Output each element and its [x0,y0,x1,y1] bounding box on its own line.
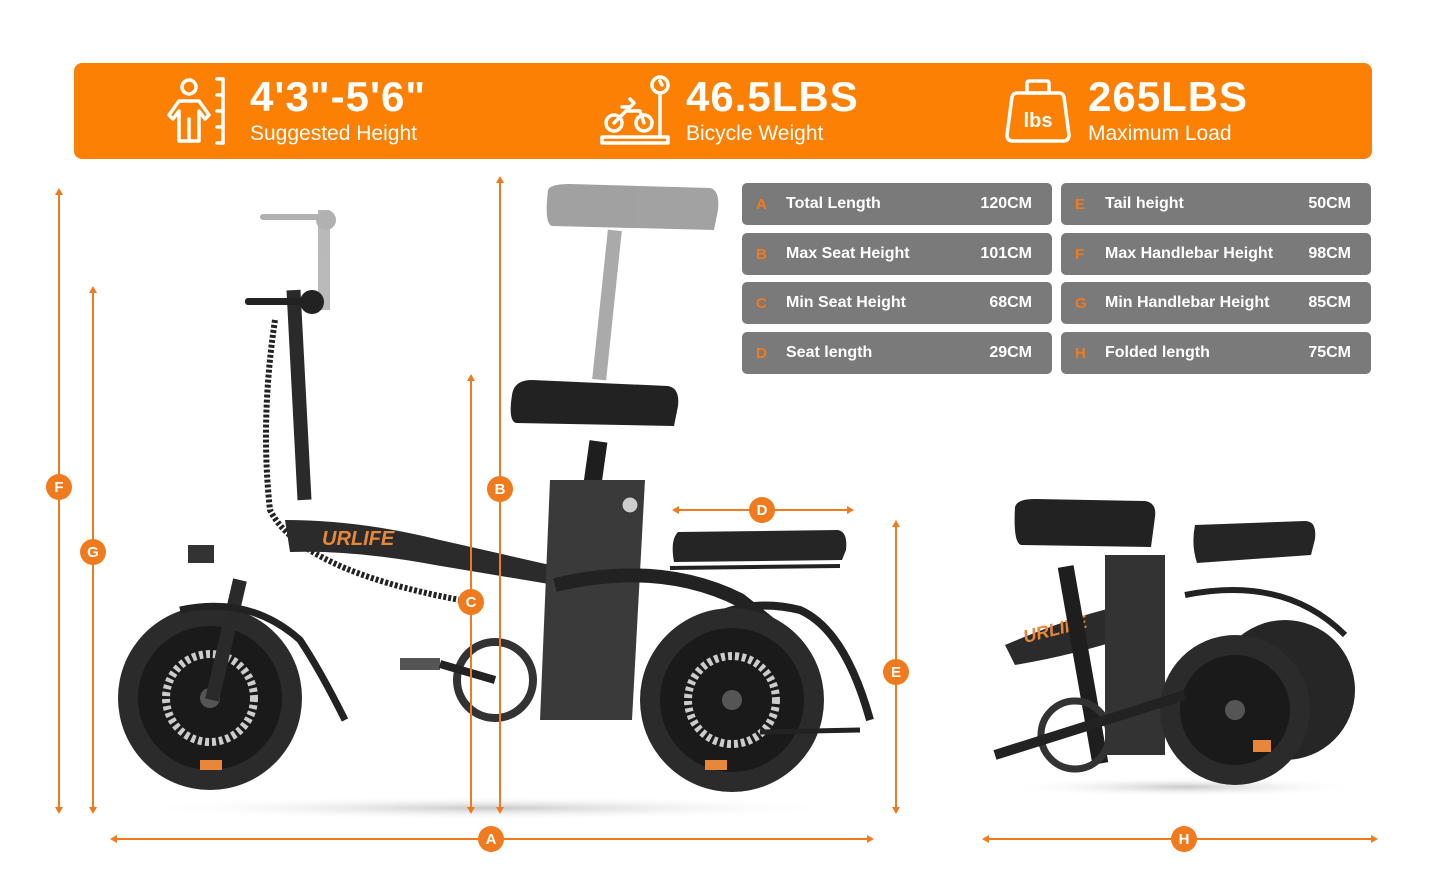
spec-letter: A [756,195,767,213]
spec-letter: D [756,344,767,362]
spec-letter: H [1075,344,1086,362]
specs-banner: 4'3"-5'6" Suggested Height 46.5LBS Bicyc… [74,63,1372,159]
svg-text:lbs: lbs [1024,110,1053,132]
marker-a: A [478,826,504,852]
spec-name: Max Handlebar Height [1105,245,1274,262]
maximum-load-value: 265LBS [1088,73,1249,120]
spec-row-max-handlebar-height: F Max Handlebar Height 98CM [1061,233,1371,275]
spec-value: 98CM [1308,245,1351,262]
spec-value: 75CM [1308,344,1351,361]
folded-bike-illustration: URLIFE [993,499,1365,797]
spec-name: Total Length [786,195,881,212]
spec-letter: B [756,245,767,263]
raised-handlebar-ghost [260,210,336,310]
spec-letter: E [1075,195,1086,213]
suggested-height-label: Suggested Height [250,122,417,145]
spec-name: Min Seat Height [786,294,907,311]
bicycle-scale-icon [600,75,672,147]
spec-value: 68CM [989,294,1032,311]
spec-letter: C [756,294,767,312]
marker-b: B [487,476,513,502]
stat-suggested-height: 4'3"-5'6" Suggested Height [164,63,426,159]
marker-c: C [458,589,484,615]
spec-name: Folded length [1105,344,1210,361]
bicycle-weight-label: Bicycle Weight [686,122,824,145]
spec-value: 85CM [1308,294,1351,311]
spec-value: 101CM [980,245,1032,262]
person-height-icon [164,75,236,147]
marker-h: H [1171,826,1197,852]
unfolded-bike-illustration: URLIFE [118,184,874,820]
spec-letter: G [1075,294,1087,312]
marker-g: G [80,539,106,565]
spec-row-folded-length: H Folded length 75CM [1061,332,1371,374]
spec-letter: F [1075,245,1085,263]
bicycle-weight-value: 46.5LBS [686,73,859,120]
raised-seat-ghost [546,184,719,381]
dimension-line-f [55,188,63,814]
spec-name: Seat length [786,344,873,361]
spec-row-seat-length: D Seat length 29CM [742,332,1052,374]
spec-row-min-seat-height: C Min Seat Height 68CM [742,282,1052,324]
stat-maximum-load: lbs 265LBS Maximum Load [1002,63,1248,159]
weight-lbs-icon: lbs [1002,75,1074,147]
spec-row-max-seat-height: B Max Seat Height 101CM [742,233,1052,275]
bike-brand-logo: URLIFE [322,528,395,550]
stat-bicycle-weight: 46.5LBS Bicycle Weight [600,63,859,159]
spec-name: Max Seat Height [786,245,910,262]
spec-name: Tail height [1105,195,1184,212]
marker-f: F [46,474,72,500]
rear-wheel [640,608,824,792]
spec-value: 29CM [989,344,1032,361]
maximum-load-label: Maximum Load [1088,122,1232,145]
spec-value: 50CM [1308,195,1351,212]
marker-d: D [749,497,775,523]
spec-name: Min Handlebar Height [1105,294,1270,311]
spec-row-total-length: A Total Length 120CM [742,183,1052,225]
spec-value: 120CM [980,195,1032,212]
spec-row-min-handlebar-height: G Min Handlebar Height 85CM [1061,282,1371,324]
suggested-height-value: 4'3"-5'6" [250,73,427,120]
marker-e: E [883,659,909,685]
spec-row-tail-height: E Tail height 50CM [1061,183,1371,225]
